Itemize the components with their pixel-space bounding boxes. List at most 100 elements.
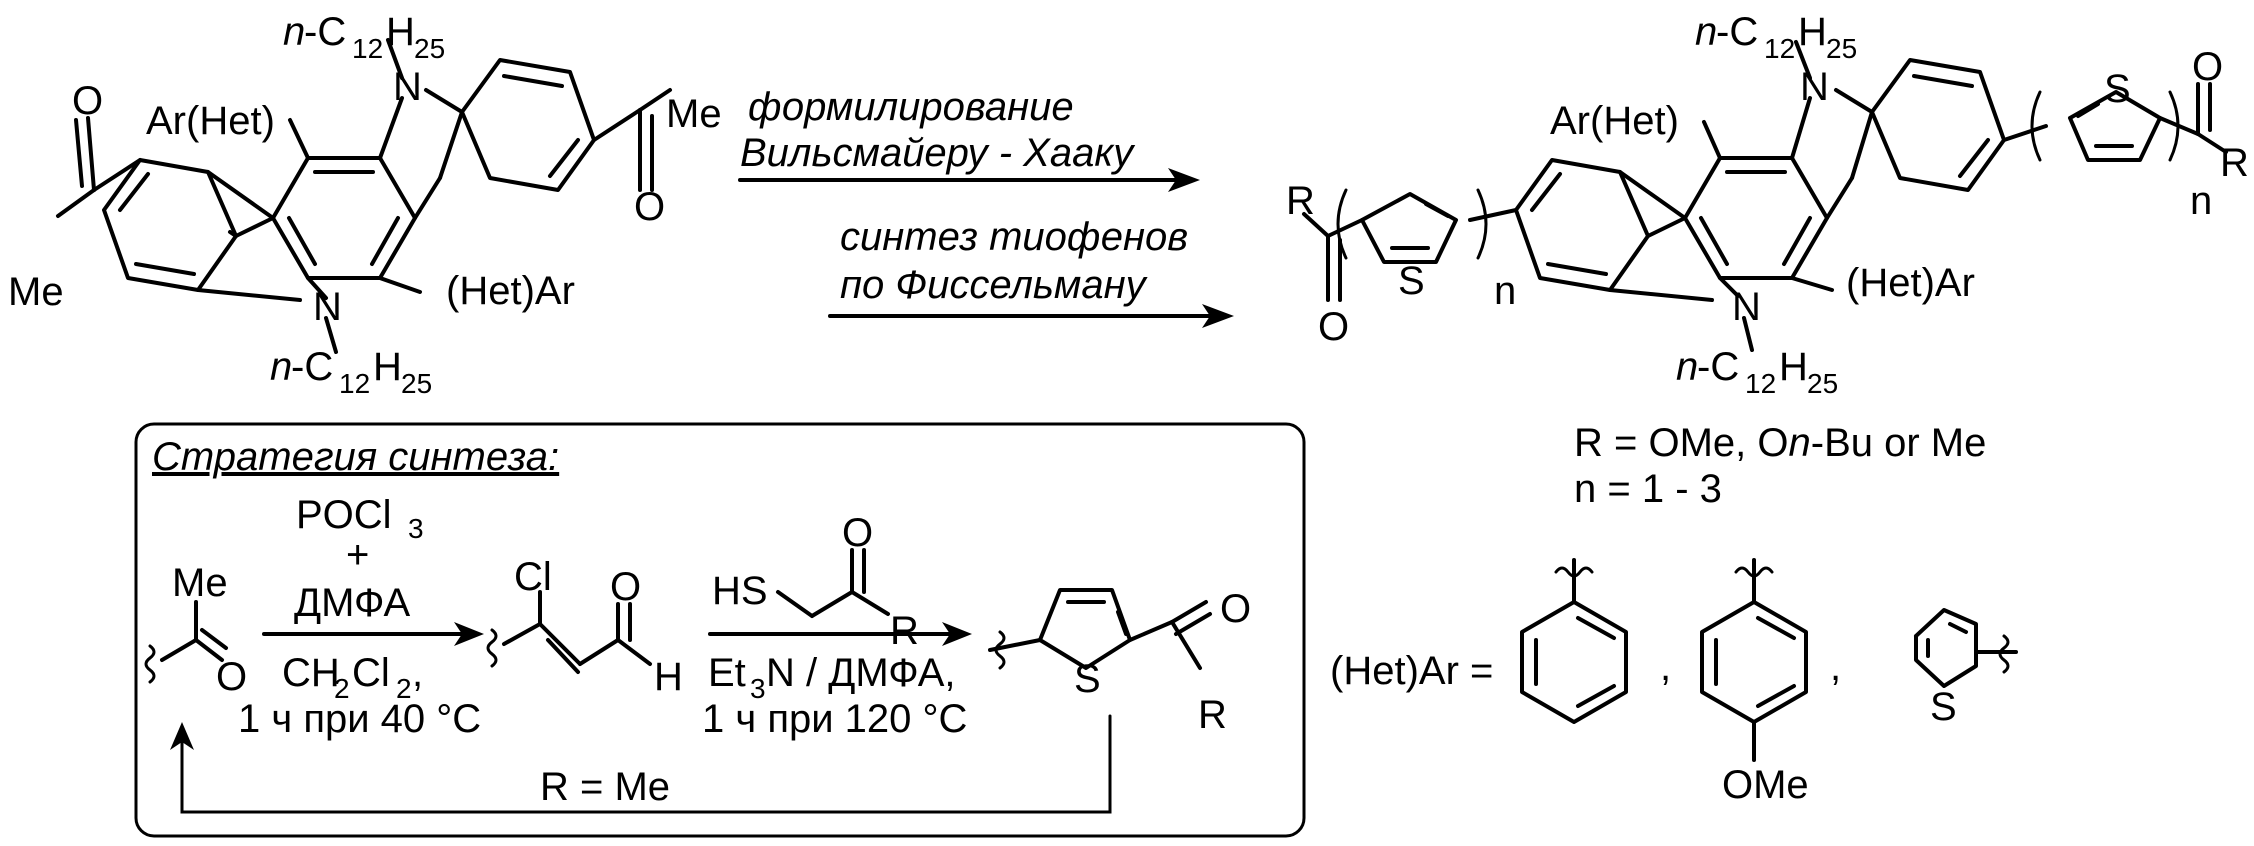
- wavy-bond: [144, 644, 156, 684]
- solvent-ch2cl2-comma: ,: [412, 651, 423, 695]
- reactant-o-right: O: [634, 185, 665, 229]
- ome-label: OMe: [1722, 763, 1809, 807]
- condition-1: 1 ч при 40 °C: [238, 697, 481, 741]
- strategy-me: Me: [172, 561, 228, 605]
- reactant-me-left: Me: [8, 270, 64, 314]
- reagent-et3n: Et: [708, 651, 746, 695]
- product-top-alkyl-h-sub: 25: [1826, 33, 1857, 64]
- solvent-ch2cl2-sub2: 2: [396, 673, 412, 704]
- reagent-dmfa: ДМФА: [294, 581, 410, 625]
- product-top-alkyl-h: H: [1798, 10, 1827, 54]
- product-n-top: N: [1800, 65, 1829, 109]
- phenyl-option: [1520, 558, 1628, 724]
- product-top-alkyl-prefix: n: [1695, 10, 1717, 54]
- reactant-ar-left: Ar(Het): [146, 99, 275, 143]
- reactant-top-alkyl-h: H: [386, 10, 415, 54]
- solvent-ch2cl2: CH: [282, 651, 340, 695]
- reactant-me-right: Me: [666, 92, 722, 136]
- reagent-hs: HS: [712, 569, 768, 613]
- loop-arrowhead: [170, 722, 194, 750]
- strategy-title: Стратегия синтеза:: [152, 435, 559, 479]
- condition-2: 1 ч при 120 °C: [702, 697, 967, 741]
- reactant-top-alkyl-c: -C: [304, 10, 346, 54]
- product-s-left: S: [1398, 259, 1425, 303]
- reactant-bot-alkyl-h: H: [373, 345, 402, 389]
- product-bot-alkyl-h: H: [1779, 345, 1808, 389]
- product-bot-alkyl-c-sub: 12: [1745, 368, 1776, 399]
- strategy-cl: Cl: [514, 555, 552, 599]
- reaction-arrows: формилирование Вильсмайеру - Хааку синте…: [738, 85, 1234, 328]
- product-top-alkyl-c-sub: 12: [1764, 33, 1795, 64]
- thienyl-option: [1914, 608, 2018, 688]
- reagent-pocl3-sub: 3: [408, 513, 424, 544]
- loop-label: R = Me: [540, 765, 670, 809]
- product-n-bottom: N: [1732, 285, 1761, 329]
- reactant-top-alkyl-h-sub: 25: [414, 33, 445, 64]
- reactant-bot-alkyl-h-sub: 25: [401, 368, 432, 399]
- reactant-top-alkyl-c-sub: 12: [352, 33, 383, 64]
- condition-red-line1: формилирование: [748, 85, 1074, 129]
- product-bot-alkyl-c: -C: [1697, 345, 1739, 389]
- comma-1: ,: [1660, 645, 1671, 689]
- product-n-right: n: [2190, 179, 2212, 223]
- product-n-left: n: [1494, 269, 1516, 313]
- reactant-n-top: N: [393, 65, 422, 109]
- reactant-o-left: O: [72, 79, 103, 123]
- het-ar-definition-label: (Het)Ar =: [1330, 649, 1493, 693]
- paren-right-open: [2030, 90, 2042, 162]
- arrowhead-vilsmeier: [1168, 168, 1200, 192]
- product-r-right: R: [2220, 141, 2249, 185]
- condition-blue-line2: по Фиссельману: [840, 263, 1149, 307]
- condition-blue-line1: синтез тиофенов: [840, 215, 1188, 259]
- product-o-left: O: [1318, 305, 1349, 349]
- methoxyphenyl-option: [1700, 558, 1808, 762]
- comma-2: ,: [1830, 645, 1841, 689]
- product-top-alkyl-c: -C: [1716, 10, 1758, 54]
- product-s-right: S: [2104, 67, 2131, 111]
- strategy-o4: O: [1220, 587, 1251, 631]
- product-bot-alkyl-h-sub: 25: [1807, 368, 1838, 399]
- condition-red-line2: Вильсмайеру - Хааку: [740, 131, 1136, 175]
- reactant-top-alkyl-prefix: n: [283, 10, 305, 54]
- product-o-right: O: [2192, 45, 2223, 89]
- arrowhead-fiesselmann: [1202, 304, 1234, 328]
- reactant-bot-alkyl-prefix: n: [270, 345, 292, 389]
- wavy-bond: [1734, 566, 1774, 578]
- wavy-bond: [1998, 634, 2010, 674]
- strategy-o3: O: [842, 511, 873, 555]
- paren-left-close: [1476, 188, 1488, 260]
- strategy-s: S: [1074, 657, 1101, 701]
- solvent-ch2cl2-cl: Cl: [352, 651, 390, 695]
- strategy-r1: R: [890, 609, 919, 653]
- strategy-o2: O: [610, 565, 641, 609]
- substituent-definitions: R = OMe, On-Bu or Me n = 1 - 3 (Het)Ar =…: [1330, 421, 2018, 807]
- paren-left-open: [1336, 188, 1348, 260]
- loop-arrow-line: [180, 714, 1112, 814]
- product-r-left: R: [1286, 179, 1315, 223]
- strategy-h: H: [654, 655, 683, 699]
- product-structure: n -C 12 H 25 N Ar(Het) S O R n R O S n (…: [1286, 10, 2249, 399]
- wavy-bond: [1554, 566, 1594, 578]
- solvent-ch2cl2-sub1: 2: [334, 673, 350, 704]
- wavy-bond: [486, 628, 498, 668]
- product-bot-alkyl-prefix: n: [1676, 345, 1698, 389]
- strategy-r2: R: [1198, 693, 1227, 737]
- reagent-pocl3: POCl: [296, 493, 392, 537]
- reactant-het-ar: (Het)Ar: [446, 269, 575, 313]
- strategy-frame: [134, 422, 1306, 838]
- reactant-structure: n -C 12 H 25 N Ar(Het) Me O O Me (Het)Ar…: [8, 10, 722, 399]
- strategy-box: Стратегия синтеза: Me O POCl 3 + ДМФА CH…: [134, 422, 1306, 838]
- strategy-o1: O: [216, 655, 247, 699]
- reactant-bot-alkyl-c: -C: [291, 345, 333, 389]
- r-definition: R = OMe, On-Bu or Me: [1574, 421, 1986, 465]
- reagent-et3n-sub: 3: [750, 673, 766, 704]
- product-ar-left: Ar(Het): [1550, 99, 1679, 143]
- product-het-ar: (Het)Ar: [1846, 261, 1975, 305]
- reactant-n-bottom: N: [313, 285, 342, 329]
- reactant-bot-alkyl-c-sub: 12: [339, 368, 370, 399]
- n-definition: n = 1 - 3: [1574, 467, 1722, 511]
- reagent-et3n-rest: N / ДМФА,: [766, 651, 956, 695]
- thienyl-s: S: [1930, 685, 1957, 729]
- reagent-plus: +: [346, 533, 369, 577]
